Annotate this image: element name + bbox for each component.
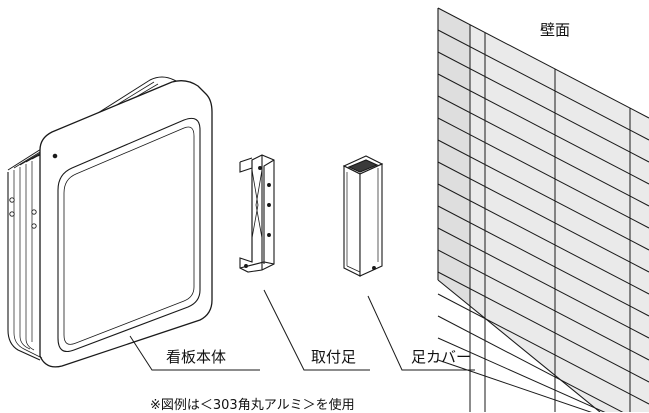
wall-edge-line xyxy=(437,279,601,412)
wall-course-line xyxy=(437,249,649,361)
leader-lines xyxy=(129,289,475,371)
wall-course-line xyxy=(437,117,649,229)
footnote: ※図例は＜303角丸アルミ＞を使用 xyxy=(150,398,355,413)
sign-body xyxy=(7,76,213,368)
leg-cover-label: 足カバー xyxy=(411,348,472,366)
wall-course-line xyxy=(437,139,649,251)
mount-bracket xyxy=(239,154,275,273)
wall-course-line xyxy=(437,315,624,412)
wall-course-line xyxy=(437,29,649,141)
wall-label: 壁面 xyxy=(540,21,571,39)
wall-course-line xyxy=(437,271,649,383)
leader-leg-cover xyxy=(367,295,475,371)
wall-course-line xyxy=(437,95,649,207)
mount-bracket-label: 取付足 xyxy=(311,348,357,366)
wall-course-line xyxy=(437,161,649,273)
wall-course-line xyxy=(437,205,649,317)
wall-course-line xyxy=(437,227,649,339)
wall-course-line xyxy=(437,7,649,119)
wall-panel xyxy=(437,7,649,412)
wall-course-line xyxy=(437,73,649,185)
leg-cover xyxy=(342,155,384,277)
sign-body-label: 看板本体 xyxy=(166,348,227,366)
leader-sign-body xyxy=(129,335,260,371)
wall-course-line xyxy=(437,337,606,412)
leader-mount-bracket xyxy=(263,289,370,371)
wall-course-line xyxy=(437,293,649,405)
wall-course-line xyxy=(437,51,649,163)
wall-course-line xyxy=(437,359,592,412)
wall-course-line xyxy=(437,183,649,295)
